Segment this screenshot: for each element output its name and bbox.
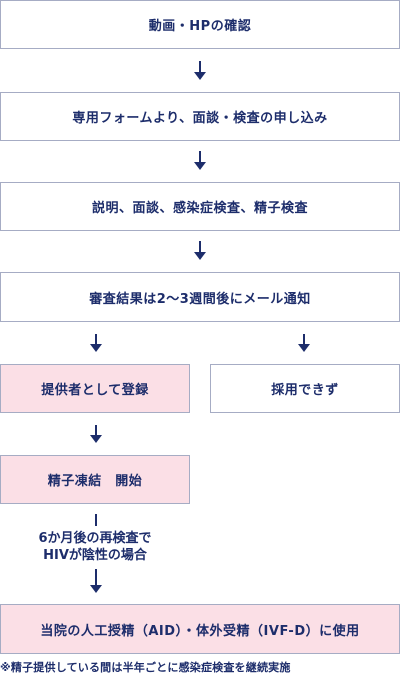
down-arrow-icon xyxy=(297,334,311,352)
step-register-donor: 提供者として登録 xyxy=(0,364,190,413)
step-interview-tests-label: 説明、面談、感染症検査、精子検査 xyxy=(91,201,308,216)
step-not-accepted-label: 採用できず xyxy=(271,383,339,398)
step-sperm-freezing-label: 精子凍結 開始 xyxy=(47,474,143,489)
step-application-form: 専用フォームより、面談・検査の申し込み xyxy=(0,92,400,141)
step-review-result: 審査結果は2〜3週間後にメール通知 xyxy=(0,272,400,322)
step-video-hp-check-label: 動画・HPの確認 xyxy=(148,19,252,34)
step-sperm-freezing: 精子凍結 開始 xyxy=(0,455,190,504)
down-arrow-icon xyxy=(89,425,103,443)
step-register-donor-label: 提供者として登録 xyxy=(41,383,149,398)
connector-line xyxy=(95,514,97,526)
step-treatment-use: 当院の人工授精（AID）・体外受精（IVF-D）に使用 xyxy=(0,604,400,654)
down-arrow-icon xyxy=(89,334,103,352)
step-application-form-label: 専用フォームより、面談・検査の申し込み xyxy=(72,111,328,126)
step-not-accepted: 採用できず xyxy=(210,364,400,413)
down-arrow-icon xyxy=(193,61,207,80)
condition-line-1: 6か月後の再検査で xyxy=(38,531,152,546)
down-arrow-icon xyxy=(193,151,207,170)
step-review-result-label: 審査結果は2〜3週間後にメール通知 xyxy=(89,291,311,307)
condition-line-2: HIVが陰性の場合 xyxy=(43,548,147,563)
step-treatment-use-label: 当院の人工授精（AID）・体外受精（IVF-D）に使用 xyxy=(40,623,360,639)
step-interview-tests: 説明、面談、感染症検査、精子検査 xyxy=(0,182,400,231)
condition-text: 6か月後の再検査で HIVが陰性の場合 xyxy=(20,530,170,564)
footnote: ※精子提供している間は半年ごとに感染症検査を継続実施 xyxy=(0,661,291,674)
step-video-hp-check: 動画・HPの確認 xyxy=(0,0,400,49)
down-arrow-icon xyxy=(193,241,207,260)
down-arrow-icon xyxy=(89,569,103,593)
